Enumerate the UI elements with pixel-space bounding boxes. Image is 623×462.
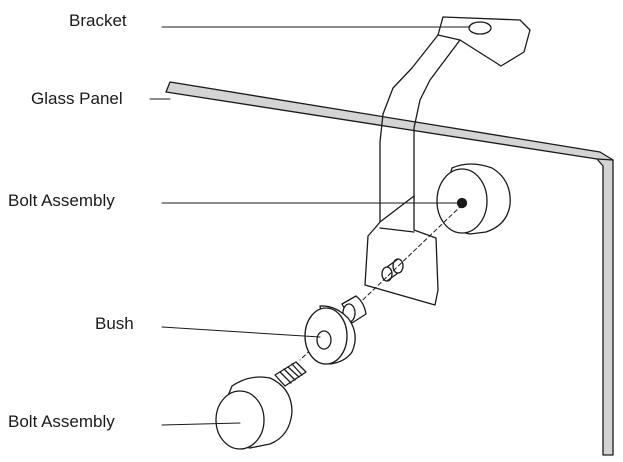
label-glass-panel: Glass Panel [31, 89, 123, 108]
leader-bolt-assembly-lower [161, 422, 241, 426]
bracket [364, 16, 531, 306]
label-bolt-assembly-upper: Bolt Assembly [8, 191, 115, 210]
bush [304, 295, 367, 365]
glass-panel [165, 81, 614, 456]
bolt-assembly-lower [215, 361, 307, 450]
label-bolt-assembly-lower: Bolt Assembly [8, 412, 115, 431]
assembly-axis [299, 204, 463, 361]
label-bracket: Bracket [69, 11, 127, 30]
label-bush: Bush [95, 314, 134, 333]
bolt-assembly-upper [436, 163, 511, 235]
leader-bush [161, 326, 321, 338]
